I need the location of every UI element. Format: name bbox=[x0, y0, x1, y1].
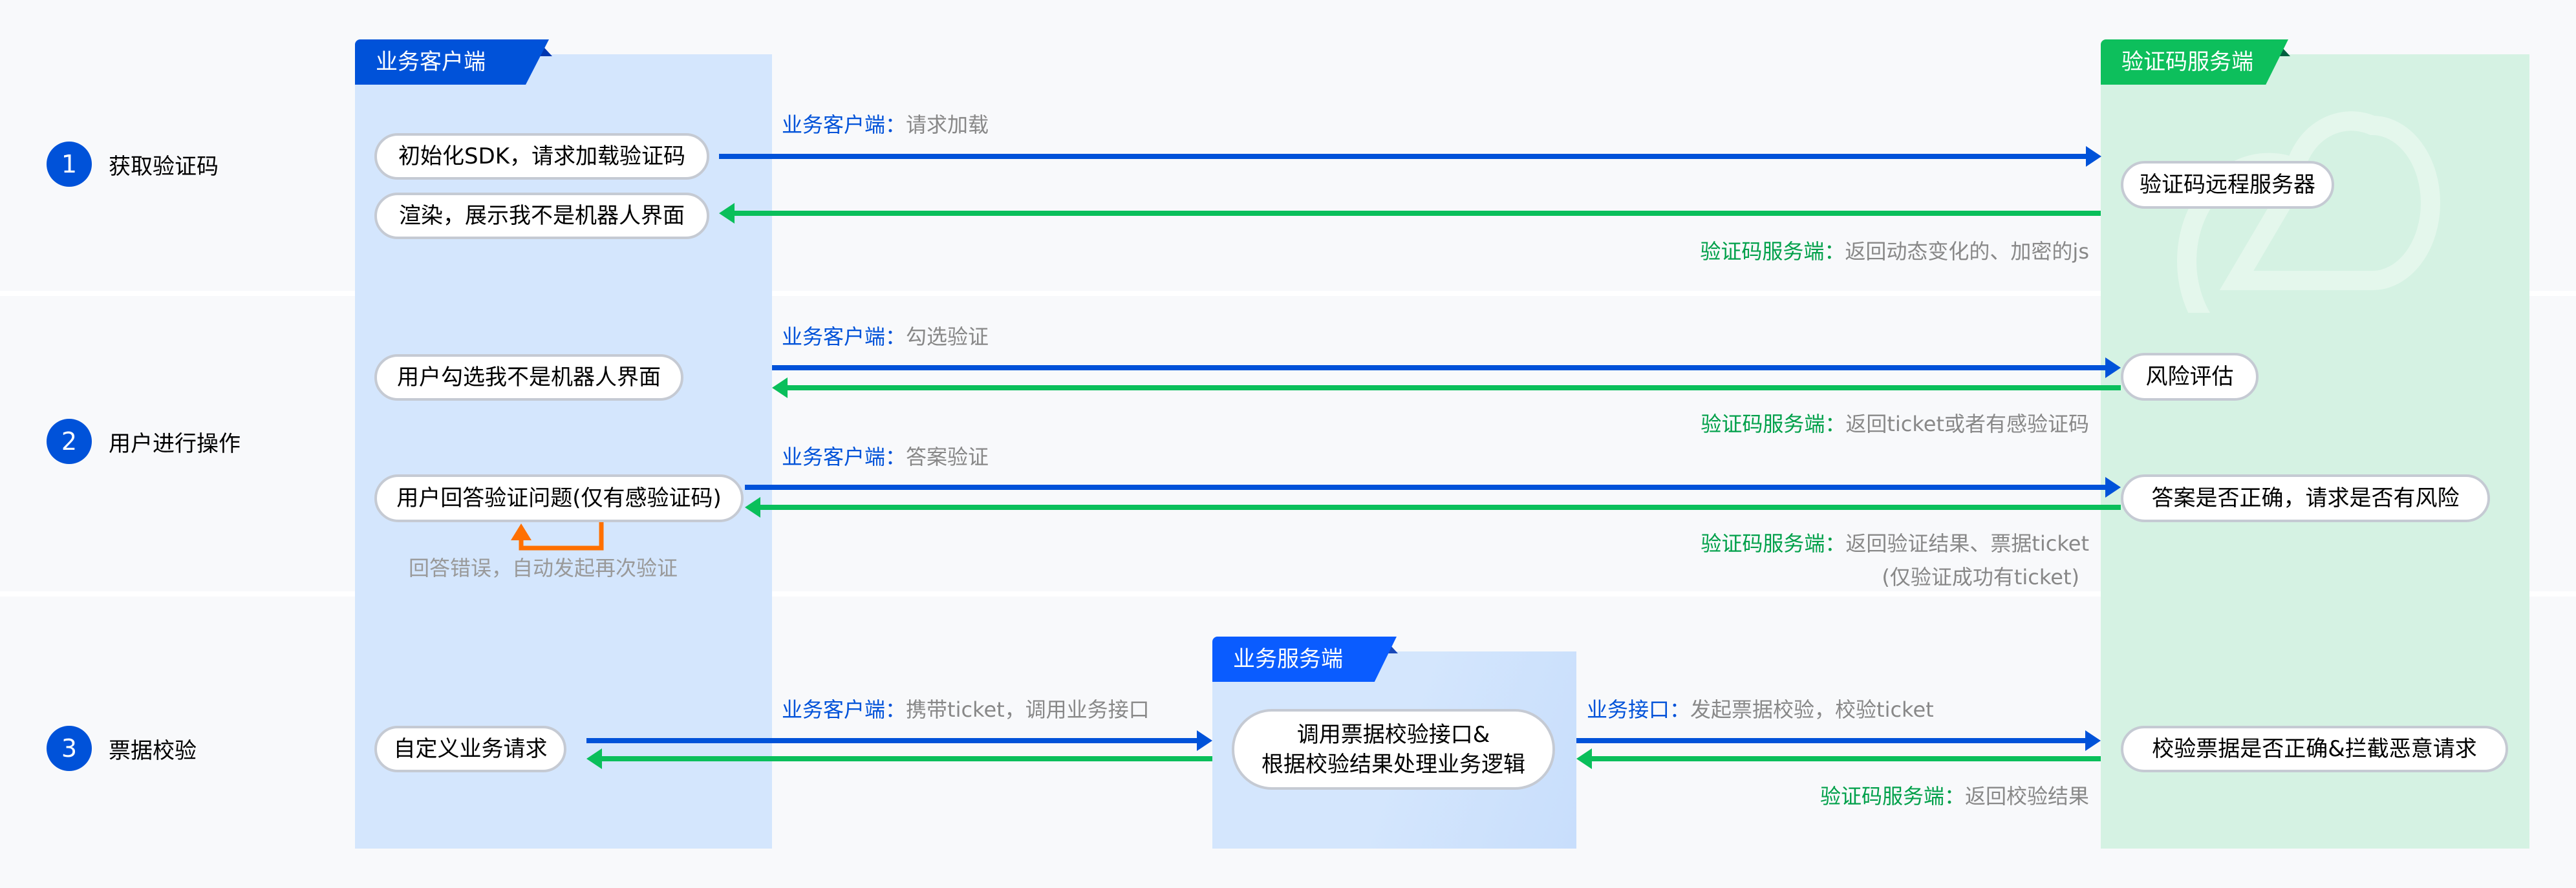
step-number: 1 bbox=[47, 142, 92, 187]
server-column-tab: 验证码服务端 bbox=[2101, 39, 2288, 85]
step-3: 3 票据校验 bbox=[47, 726, 197, 771]
arrowhead-left bbox=[719, 203, 735, 224]
label-ticket-note: (仅验证成功有ticket) bbox=[1882, 565, 2079, 589]
label-check-verify: 业务客户端：勾选验证 bbox=[782, 324, 989, 349]
row-divider bbox=[0, 591, 2576, 597]
label-request-load: 业务客户端：请求加载 bbox=[782, 112, 989, 137]
node-render: 渲染，展示我不是机器人界面 bbox=[374, 193, 709, 239]
arrowhead-right bbox=[2086, 146, 2101, 167]
arrow-return-biz bbox=[598, 756, 1212, 761]
node-user-answer: 用户回答验证问题(仅有感验证码) bbox=[374, 474, 744, 522]
arrowhead-right bbox=[2105, 357, 2121, 378]
arrow-return-check bbox=[1588, 756, 2101, 761]
label-ticket-verify: 业务接口：发起票据校验，校验ticket bbox=[1587, 697, 1934, 722]
node-remote-server: 验证码远程服务器 bbox=[2121, 161, 2334, 209]
label-carry-ticket: 业务客户端：携带ticket，调用业务接口 bbox=[782, 697, 1150, 722]
arrowhead-right bbox=[2085, 730, 2101, 751]
arrow-return-result bbox=[757, 505, 2121, 510]
client-column-tab: 业务客户端 bbox=[355, 39, 549, 85]
row-divider bbox=[0, 291, 2576, 296]
step-number: 3 bbox=[47, 726, 92, 771]
arrowhead-left bbox=[1576, 748, 1592, 769]
node-risk: 风险评估 bbox=[2121, 353, 2259, 401]
arrowhead-right bbox=[1197, 730, 1212, 751]
label-return-ticket: 验证码服务端：返回ticket或者有感验证码 bbox=[1701, 412, 2089, 436]
step-label: 获取验证码 bbox=[109, 153, 219, 180]
step-2: 2 用户进行操作 bbox=[47, 419, 241, 464]
arrowhead-left bbox=[745, 497, 760, 518]
node-answer-check: 答案是否正确，请求是否有风险 bbox=[2121, 474, 2490, 522]
label-return-check: 验证码服务端：返回校验结果 bbox=[1819, 784, 2089, 809]
step-label: 用户进行操作 bbox=[109, 430, 241, 457]
node-user-check: 用户勾选我不是机器人界面 bbox=[374, 354, 683, 401]
client-column bbox=[355, 54, 772, 849]
arrow-ticket-verify bbox=[1576, 738, 2089, 743]
node-line: 调用票据校验接口& bbox=[1296, 721, 1490, 748]
arrow-request-load bbox=[719, 154, 2090, 159]
retry-loop-arrow bbox=[511, 522, 604, 551]
node-business-logic: 调用票据校验接口& 根据校验结果处理业务逻辑 bbox=[1232, 709, 1555, 790]
arrow-return-ticket bbox=[784, 385, 2121, 390]
business-server-tab: 业务服务端 bbox=[1212, 637, 1397, 682]
node-init-sdk: 初始化SDK，请求加载验证码 bbox=[374, 133, 709, 180]
label-return-js: 验证码服务端：返回动态变化的、加密的js bbox=[1700, 239, 2089, 264]
step-label: 票据校验 bbox=[109, 737, 197, 764]
node-custom-request: 自定义业务请求 bbox=[374, 726, 566, 772]
label-answer-verify: 业务客户端：答案验证 bbox=[782, 445, 989, 469]
arrowhead-right bbox=[2105, 477, 2121, 498]
label-retry: 回答错误，自动发起再次验证 bbox=[409, 556, 678, 580]
arrow-carry-ticket bbox=[586, 738, 1201, 743]
label-return-result: 验证码服务端：返回验证结果、票据ticket bbox=[1701, 531, 2089, 556]
step-1: 1 获取验证码 bbox=[47, 142, 219, 187]
node-line: 根据校验结果处理业务逻辑 bbox=[1261, 751, 1525, 777]
arrow-answer-verify bbox=[745, 485, 2109, 490]
step-number: 2 bbox=[47, 419, 92, 464]
arrowhead-left bbox=[772, 377, 788, 398]
arrow-return-js bbox=[731, 211, 2101, 216]
node-ticket-check: 校验票据是否正确&拦截恶意请求 bbox=[2121, 726, 2508, 772]
arrow-check-verify bbox=[772, 365, 2109, 370]
arrowhead-left bbox=[586, 748, 602, 769]
